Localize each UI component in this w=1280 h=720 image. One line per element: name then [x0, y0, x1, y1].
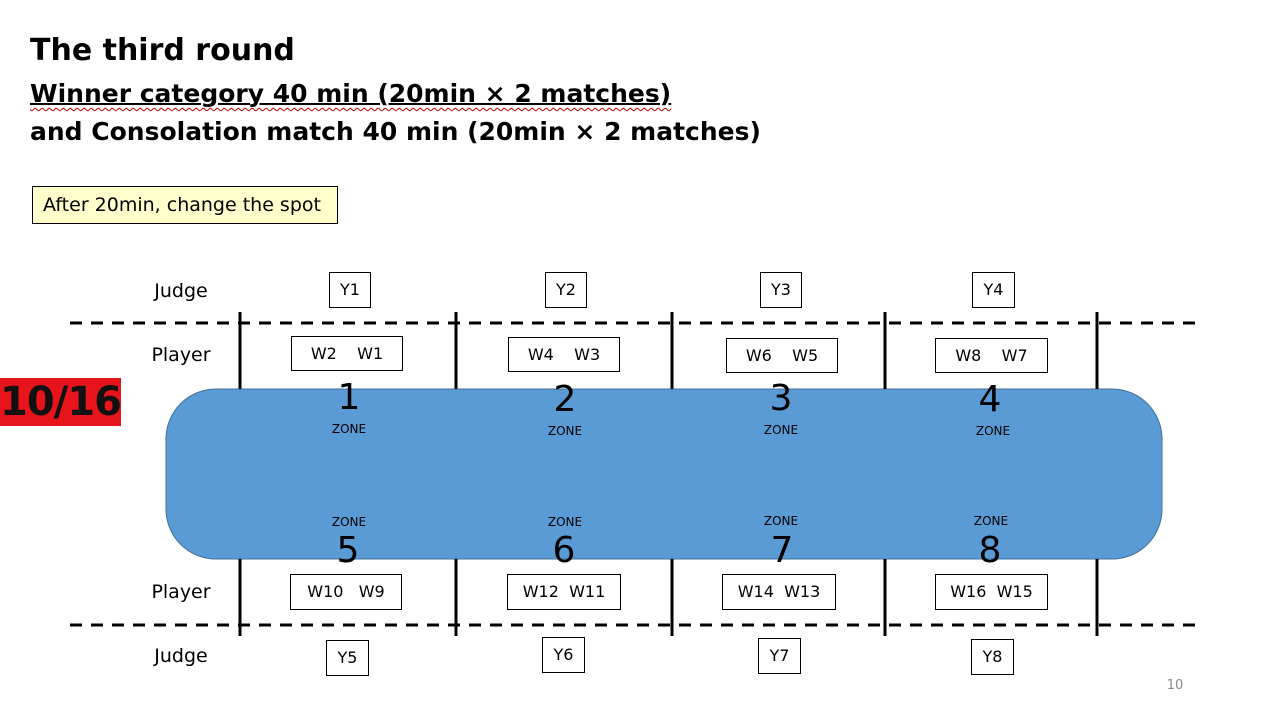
- zone-dividers-bottom: [238, 559, 1099, 636]
- zone-label: ZONE: [331, 422, 367, 436]
- subtitle-winner-category-text: Winner category 40 min (20min × 2 matche…: [30, 79, 672, 108]
- player-label-top: Player: [151, 344, 211, 366]
- zone-number: 2: [553, 379, 577, 420]
- zone-number: 3: [769, 378, 793, 419]
- judge-label-bottom: Judge: [154, 645, 208, 667]
- judge-box: Y2: [545, 272, 587, 308]
- zone-label: ZONE: [973, 514, 1009, 528]
- subtitle-winner-category: Winner category 40 min (20min × 2 matche…: [30, 79, 671, 109]
- page-number: 10: [1166, 678, 1184, 693]
- date-badge: 10/16: [0, 378, 122, 426]
- zone-number: 1: [337, 377, 361, 418]
- change-spot-note: After 20min, change the spot: [32, 186, 338, 224]
- zone-number: 8: [978, 530, 1002, 571]
- judge-box: Y8: [971, 639, 1014, 675]
- judge-box: Y4: [972, 272, 1015, 308]
- zone-dividers-top: [238, 312, 1099, 389]
- player-pair-box: W16 W15: [935, 574, 1048, 610]
- player-label-bottom: Player: [151, 581, 211, 603]
- zone-label: ZONE: [763, 514, 799, 528]
- zone-number: 5: [336, 530, 360, 571]
- player-pair-box: W4 W3: [508, 337, 620, 372]
- judge-box: Y5: [326, 640, 369, 676]
- player-pair-box: W12 W11: [507, 574, 621, 610]
- zone-number: 7: [770, 530, 794, 571]
- zone-number: 4: [978, 379, 1002, 420]
- judge-box: Y1: [329, 272, 371, 308]
- judge-box: Y6: [542, 637, 585, 673]
- player-pair-box: W8 W7: [935, 338, 1048, 373]
- slide-title: The third round: [30, 33, 295, 68]
- zone-number: 6: [552, 530, 576, 571]
- zone-label: ZONE: [763, 423, 799, 437]
- zone-label: ZONE: [331, 515, 367, 529]
- subtitle-consolation-match: and Consolation match 40 min (20min × 2 …: [30, 117, 761, 146]
- player-pair-box: W10 W9: [290, 574, 402, 610]
- player-pair-box: W2 W1: [291, 336, 403, 371]
- judge-box: Y3: [760, 272, 802, 308]
- zone-label: ZONE: [975, 424, 1011, 438]
- zone-label: ZONE: [547, 515, 583, 529]
- judge-box: Y7: [758, 638, 801, 674]
- judge-label-top: Judge: [154, 280, 208, 302]
- player-pair-box: W6 W5: [726, 338, 838, 373]
- playing-field: [165, 388, 1163, 560]
- player-pair-box: W14 W13: [722, 574, 836, 610]
- zone-label: ZONE: [547, 424, 583, 438]
